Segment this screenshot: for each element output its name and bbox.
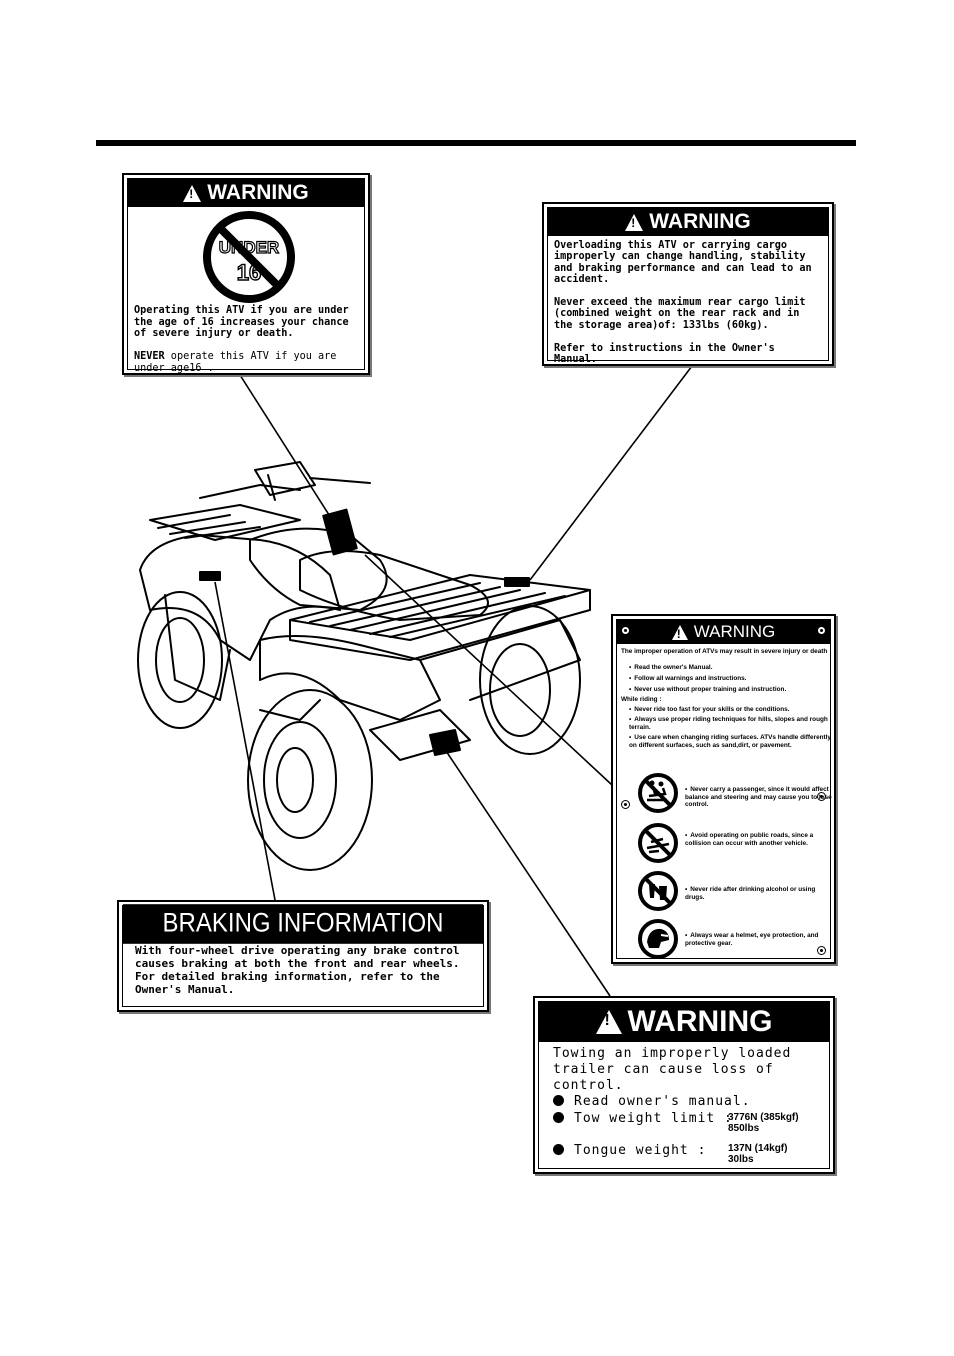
warning-label-towing: WARNING Towing an improperly loaded trai…: [533, 996, 835, 1174]
tongue-weight-value: 137N (14kgf): [728, 1143, 788, 1154]
rivet-icon: [817, 946, 826, 955]
front-right-wheel: [247, 689, 373, 871]
no-passenger-icon: [638, 773, 678, 813]
tow-weight-row: Tow weight limit :: [553, 1111, 733, 1126]
general-intro: The improper operation of ATVs may resul…: [621, 648, 828, 655]
cargo-body-text: Overloading this ATV or carrying cargo i…: [554, 240, 812, 366]
under16-body-text: Operating this ATV if you are under the …: [134, 305, 349, 340]
braking-information-label: BRAKING INFORMATION With four-wheel driv…: [117, 900, 489, 1012]
general-bullet: Use care when changing riding surfaces. …: [629, 734, 835, 749]
section-rule: [96, 140, 856, 146]
bullet-dot-icon: [553, 1144, 564, 1155]
general-bullet: Never use without proper training and in…: [629, 686, 835, 694]
under16-never-text: NEVER operate this ATV if you are under …: [134, 351, 337, 374]
warning-label-under16: WARNING UNDER 16 Operating this ATV if y…: [122, 173, 370, 375]
warning-header: WARNING: [548, 208, 828, 236]
front-left-wheel: [137, 591, 223, 729]
tow-weight-value-lbs: 850lbs: [728, 1123, 760, 1134]
icon-text: Never carry a passenger, since it would …: [685, 786, 833, 809]
tongue-weight-value-lbs: 30lbs: [728, 1154, 754, 1165]
no-alcohol-icon: [638, 871, 678, 911]
rivet-icon: [621, 626, 630, 635]
icon-text: Avoid operating on public roads, since a…: [685, 832, 833, 847]
warning-header: WARNING: [617, 620, 830, 644]
leader-line-general: [364, 554, 613, 786]
general-bullet: Always use proper riding techniques for …: [629, 716, 835, 731]
no-public-roads-icon: [638, 823, 678, 863]
prohibition-icon: UNDER 16: [203, 211, 295, 303]
general-bullet: Never ride too fast for your skills or t…: [629, 706, 835, 714]
warning-label-general: WARNING The improper operation of ATVs m…: [611, 614, 836, 964]
warning-label-cargo: WARNING Overloading this ATV or carrying…: [542, 202, 834, 366]
leader-line-braking: [214, 581, 276, 901]
bullet-dot-icon: [553, 1112, 564, 1123]
general-bullet: Follow all warnings and instructions.: [629, 675, 835, 683]
warning-triangle-icon: [671, 624, 688, 641]
leader-line-under16: [239, 374, 346, 541]
leader-line-cargo: [529, 365, 693, 581]
helmet-icon: [638, 919, 678, 959]
icon-text: Always wear a helmet, eye protection, an…: [685, 932, 833, 947]
towing-body-text: Towing an improperly loaded trailer can …: [553, 1046, 792, 1093]
warning-triangle-icon: [625, 213, 644, 231]
warning-header: WARNING: [128, 179, 364, 207]
braking-body-text: With four-wheel drive operating any brak…: [135, 944, 460, 996]
warning-triangle-icon: [183, 184, 202, 202]
read-manual-row: Read owner's manual.: [553, 1094, 751, 1109]
rivet-icon: [621, 800, 630, 809]
bullet-dot-icon: [553, 1095, 564, 1106]
icon-text: Never ride after drinking alcohol or usi…: [685, 886, 833, 901]
tow-weight-value: 3776N (385kgf): [728, 1112, 799, 1123]
warning-header: WARNING: [539, 1002, 829, 1042]
braking-header: BRAKING INFORMATION: [123, 904, 483, 944]
rivet-icon: [817, 626, 826, 635]
tongue-weight-row: Tongue weight :: [553, 1143, 706, 1158]
while-riding-heading: While riding :: [621, 696, 662, 703]
leader-line-towing: [441, 744, 611, 997]
general-bullet: Read the owner's Manual.: [629, 664, 835, 672]
warning-triangle-icon: [595, 1010, 622, 1034]
